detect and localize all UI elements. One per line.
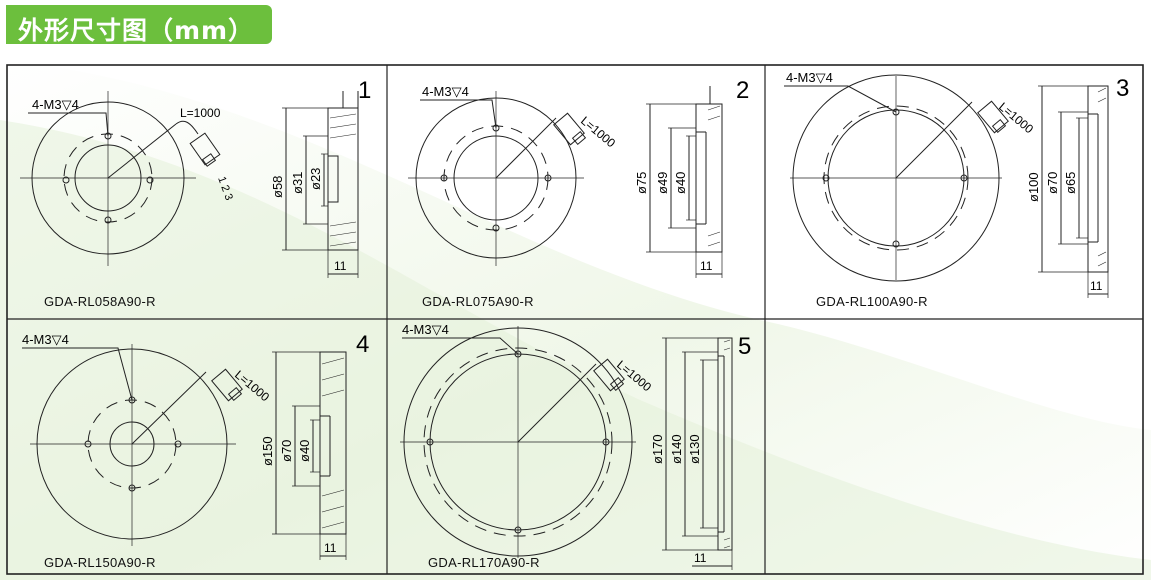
panel-3-drawing: 4-M3▽4 L=1000 3 ø100 ø70 ø65 11 [784,70,1129,298]
panel-number: 3 [1116,75,1129,102]
thread-spec: 4-M3▽4 [402,322,449,337]
dim-mid: ø70 [1045,172,1060,194]
dim-outer: ø150 [260,436,275,466]
panel-5-drawing: 4-M3▽4 L=1000 5 ø170 ø140 ø130 11 [400,322,751,570]
panel-number: 2 [736,77,749,104]
model-label-4: GDA-RL150A90-R [44,555,156,570]
dim-thickness: 11 [334,259,347,273]
cable-length: L=1000 [232,368,272,405]
model-label-3: GDA-RL100A90-R [816,294,928,309]
dim-outer: ø170 [650,434,665,464]
header-bar: 外形尺寸图（mm） [6,5,272,45]
dim-thickness: 11 [1090,279,1103,293]
panel-number: 1 [358,77,371,104]
dim-inner: ø65 [1063,172,1078,194]
cable-length: L=1000 [180,106,221,120]
model-label-2: GDA-RL075A90-R [422,294,534,309]
empty-cell [766,320,1142,573]
dim-mid: ø70 [279,440,294,462]
dim-mid: ø31 [290,172,305,194]
dim-inner: ø130 [687,434,702,464]
page-title: 外形尺寸图（mm） [18,16,255,45]
dim-thickness: 11 [700,259,713,273]
model-label-1: GDA-RL058A90-R [44,294,156,309]
panel-4-drawing: 4-M3▽4 L=1000 4 ø150 ø70 ø40 11 [22,331,369,560]
panel-2-drawing: 4-M3▽4 L=1000 2 ø75 ø49 ø40 11 [408,77,749,278]
panel-number: 4 [356,331,369,358]
panel-number: 5 [738,333,751,360]
dim-inner: ø23 [308,168,323,190]
dim-thickness: 11 [694,551,707,565]
dim-inner: ø40 [673,172,688,194]
dim-outer: ø75 [634,172,649,194]
dim-mid: ø49 [655,172,670,194]
cable-length: L=1000 [996,100,1036,137]
thread-spec: 4-M3▽4 [422,84,469,99]
pin-labels: 1 2 3 [215,175,235,202]
thread-spec: 4-M3▽4 [32,97,79,112]
dim-outer: ø100 [1026,172,1041,202]
model-label-5: GDA-RL170A90-R [428,555,540,570]
thread-spec: 4-M3▽4 [786,70,833,85]
dim-mid: ø140 [669,434,684,464]
dim-inner: ø40 [297,440,312,462]
dim-thickness: 11 [324,541,337,555]
cable-length: L=1000 [614,358,654,395]
thread-spec: 4-M3▽4 [22,332,69,347]
cable-length: L=1000 [578,114,618,151]
panel-1-drawing: 4-M3▽4 L=1000 1 2 3 1 ø58 ø31 ø23 11 [20,77,371,278]
dim-outer: ø58 [270,176,285,198]
